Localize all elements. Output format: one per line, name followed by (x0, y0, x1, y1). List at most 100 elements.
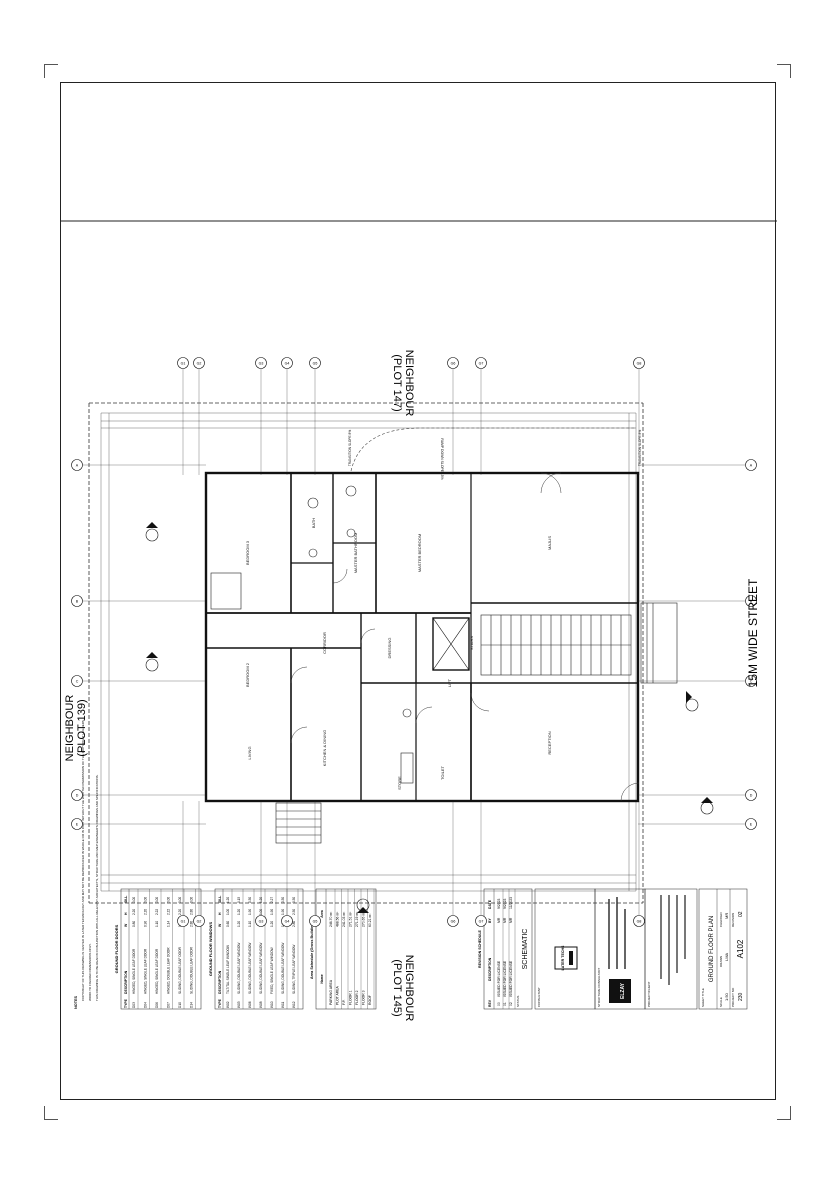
table-cell: 00 (497, 1002, 501, 1006)
table-cell: D10 (178, 1002, 182, 1008)
section-markers (145, 522, 714, 913)
street-label: 15M WIDE STREET (746, 578, 760, 687)
elzay-logo (609, 979, 631, 1003)
table-cell: 1.20 (270, 921, 274, 927)
grid-bubble-label: G4 (285, 919, 290, 923)
grid-bubble (745, 459, 757, 471)
building-walls (204, 471, 640, 803)
svg-text:TYPE: TYPE (218, 998, 222, 1008)
grid-bubble (475, 915, 487, 927)
table-cell: 488.56 m² (336, 911, 340, 927)
table-cell: 1.00 (226, 909, 230, 915)
grid-bubble-label: G1 (181, 919, 186, 923)
svg-text:1:50: 1:50 (724, 992, 729, 1001)
sanitary-fixtures (210, 485, 414, 784)
grid-bubble (177, 915, 189, 927)
svg-text:02: 02 (738, 911, 744, 917)
room-bedroom-3: BEDROOM 3 (245, 540, 250, 565)
ramp-label: RAMP DOWN SLOPE 15% (440, 438, 444, 479)
table-cell: W02 (226, 1001, 230, 1008)
consultant-block: CONSULTANT LATER TECHS (534, 888, 596, 1010)
table-cell: HINGED, SINGLE LEAF DOOR (144, 948, 148, 994)
table-cell: 2.22 (155, 909, 159, 915)
svg-text:W: W (218, 923, 222, 927)
table-cell: 0.90 (144, 921, 148, 927)
grid-bubble-label: C (750, 679, 753, 683)
later-techs-logo (554, 946, 578, 970)
grid-bubble (745, 818, 757, 830)
svg-text:SCALE: SCALE (719, 997, 723, 1007)
table-cell: 0.00 (155, 897, 159, 903)
grid-bubble-label: G6 (451, 361, 456, 365)
room-lift: LIFT (447, 678, 452, 687)
table-cell: 0.50 (281, 897, 285, 903)
grid-bubble-label: E (76, 822, 79, 826)
room-master-bedroom: MASTER BEDROOM (417, 534, 422, 572)
room-bath: BATH (311, 518, 316, 528)
table-cell: 01 (503, 1002, 507, 1006)
lift-shaft (432, 617, 470, 671)
grid-bubble (745, 675, 757, 687)
crop-mark (44, 1119, 58, 1120)
table-cell: SLIDING, DOUBLE LEAF WINDOW (237, 943, 241, 994)
svg-text:TYPE: TYPE (124, 998, 128, 1008)
table-cell: 270.65 m² (362, 911, 366, 927)
table-cell: 1.90 (270, 909, 274, 915)
table-cell: 60.21 m² (368, 913, 372, 927)
area-schedule: Area Schedule (Gross Building) 2 Name Ar… (310, 888, 377, 1010)
table-cell: SLIDING, DOUBLE LEAF DOOR (190, 946, 194, 994)
grid-bubble (71, 789, 83, 801)
svg-text:STRUCTURE CONSULTANT: STRUCTURE CONSULTANT (597, 968, 601, 1007)
table-cell: 9/2023 (503, 899, 507, 909)
table-cell: W11 (281, 1001, 285, 1008)
svg-text:MR: MR (724, 913, 729, 919)
table-cell: PLOT AREA (336, 985, 340, 1005)
svg-text:SHEET TITLE: SHEET TITLE (701, 988, 705, 1007)
grid-bubble-label: G2 (197, 919, 202, 923)
table-cell: 1.90 (248, 909, 252, 915)
table-cell: MR (497, 917, 501, 923)
crop-mark (790, 1106, 791, 1120)
grid-bubble (71, 459, 83, 471)
svg-text:230: 230 (738, 992, 744, 1001)
svg-text:W: W (124, 923, 128, 927)
grid-bubble (281, 357, 293, 369)
table-cell: MR (509, 917, 513, 923)
table-cell: 2.80 (190, 909, 194, 915)
table-cell: 2.20 (144, 909, 148, 915)
grid-bubble-label: E (750, 822, 753, 826)
grid-bubble-label: A (750, 463, 753, 467)
grid-bubble-label: G8 (637, 361, 642, 365)
table-cell: ROOF (368, 995, 372, 1005)
client-block: PROJECT/CLIENT (644, 888, 698, 1010)
table-cell: FLOOR 1 (349, 990, 353, 1005)
svg-text:DESCRIPTION: DESCRIPTION (218, 970, 222, 994)
svg-text:REVISION SCHEDULE: REVISION SCHEDULE (478, 929, 482, 968)
grid-bubble (255, 915, 267, 927)
table-cell: 0.50 (248, 897, 252, 903)
table-cell: PARKING AREA (329, 979, 333, 1005)
doors-title: GROUND FLOOR DOORS (114, 924, 119, 973)
table-cell: 0.00 (178, 897, 182, 903)
room-kitchen: KITCHEN & DINING (322, 730, 327, 766)
crop-mark (44, 1106, 45, 1120)
svg-text:PROJECT/CLIENT: PROJECT/CLIENT (647, 981, 651, 1007)
grid-bubble (745, 789, 757, 801)
room-dressing: DRESSING (387, 638, 392, 659)
table-cell: D06 (155, 1002, 159, 1008)
svg-text:Name: Name (320, 974, 324, 983)
table-cell: W08 (259, 1001, 263, 1008)
note-2: WORK TO FIGURED DIMENSIONS ONLY. (88, 943, 92, 1001)
grid-bubble-label: C (76, 679, 79, 683)
table-cell: 9/2023 (497, 899, 501, 909)
crop-mark (777, 64, 791, 65)
grid-bubble-label: G1 (181, 361, 186, 365)
notes-heading: NOTES (74, 995, 78, 1009)
table-cell: SLIDING, DOUBLE LEAF WINDOW (248, 943, 252, 994)
table-cell: 1.20 (226, 897, 230, 903)
table-cell: D03 (132, 1002, 136, 1008)
